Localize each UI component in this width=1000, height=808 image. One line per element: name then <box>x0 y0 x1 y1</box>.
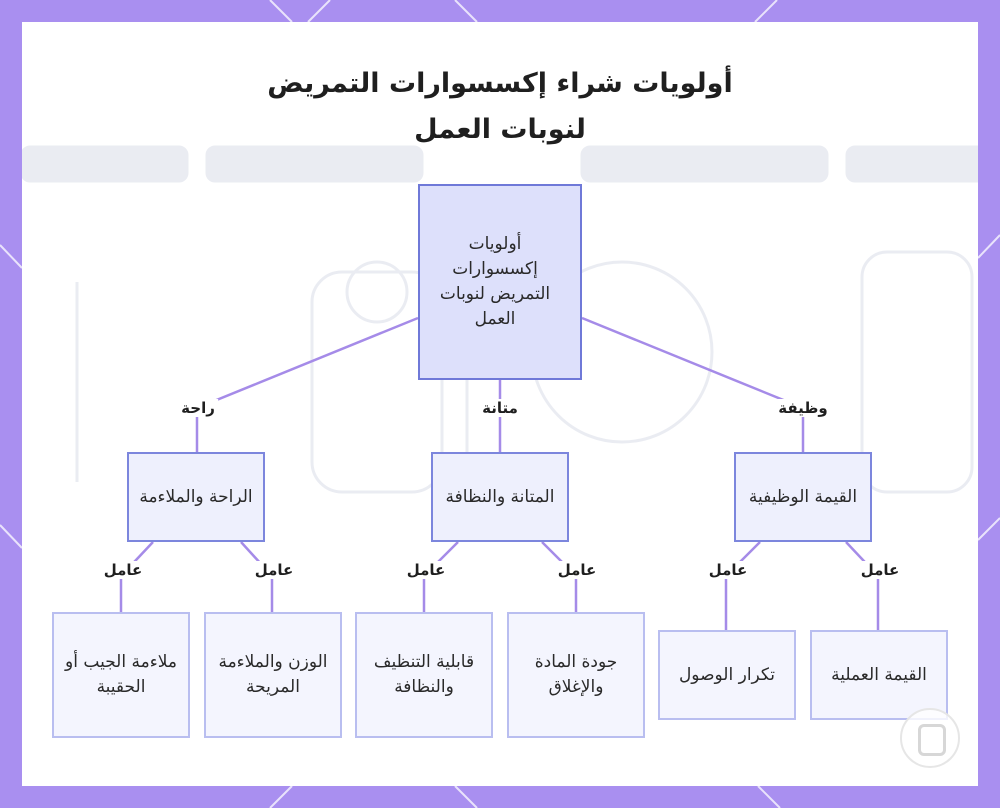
category-function-node: القيمة الوظيفية <box>734 452 872 542</box>
factor-access-label: تكرار الوصول <box>679 663 775 688</box>
factor-pocket-fit-label: ملاءمة الجيب أو الحقيبة <box>54 650 188 700</box>
edge-label-durability: متانة <box>479 399 521 417</box>
factor-material-node: جودة المادة والإغلاق <box>507 612 645 738</box>
root-node: أولويات إكسسوارات التمريض لنوبات العمل <box>418 184 582 380</box>
factor-value-label: القيمة العملية <box>831 663 927 688</box>
category-comfort-label: الراحة والملاءمة <box>139 485 252 510</box>
watermark-badge-icon <box>900 708 960 768</box>
edge-label-factor: عامل <box>555 561 600 579</box>
watermark-glyph-icon <box>918 724 946 756</box>
edge-root-function <box>582 318 803 452</box>
factor-weight-label: الوزن والملاءمة المريحة <box>206 650 340 700</box>
edge-root-comfort <box>197 318 418 452</box>
edge-label-factor: عامل <box>858 561 903 579</box>
root-node-label: أولويات إكسسوارات التمريض لنوبات العمل <box>430 232 560 332</box>
factor-cleaning-label: قابلية التنظيف والنظافة <box>357 650 491 700</box>
category-durability-node: المتانة والنظافة <box>431 452 569 542</box>
category-durability-label: المتانة والنظافة <box>446 485 555 510</box>
factor-pocket-fit-node: ملاءمة الجيب أو الحقيبة <box>52 612 190 738</box>
factor-value-node: القيمة العملية <box>810 630 948 720</box>
edge-function-value <box>846 542 878 630</box>
edge-label-comfort: راحة <box>178 399 218 417</box>
factor-cleaning-node: قابلية التنظيف والنظافة <box>355 612 493 738</box>
factor-access-node: تكرار الوصول <box>658 630 796 720</box>
edge-label-function: وظيفة <box>775 399 830 417</box>
factor-material-label: جودة المادة والإغلاق <box>509 650 643 700</box>
edge-label-factor: عامل <box>706 561 751 579</box>
edge-label-factor: عامل <box>404 561 449 579</box>
edge-label-factor: عامل <box>101 561 146 579</box>
diagram-card: أولويات شراء إكسسوارات التمريض لنوبات ال… <box>22 22 978 786</box>
edge-function-access <box>726 542 760 630</box>
category-function-label: القيمة الوظيفية <box>749 485 857 510</box>
category-comfort-node: الراحة والملاءمة <box>127 452 265 542</box>
edge-label-factor: عامل <box>252 561 297 579</box>
factor-weight-node: الوزن والملاءمة المريحة <box>204 612 342 738</box>
